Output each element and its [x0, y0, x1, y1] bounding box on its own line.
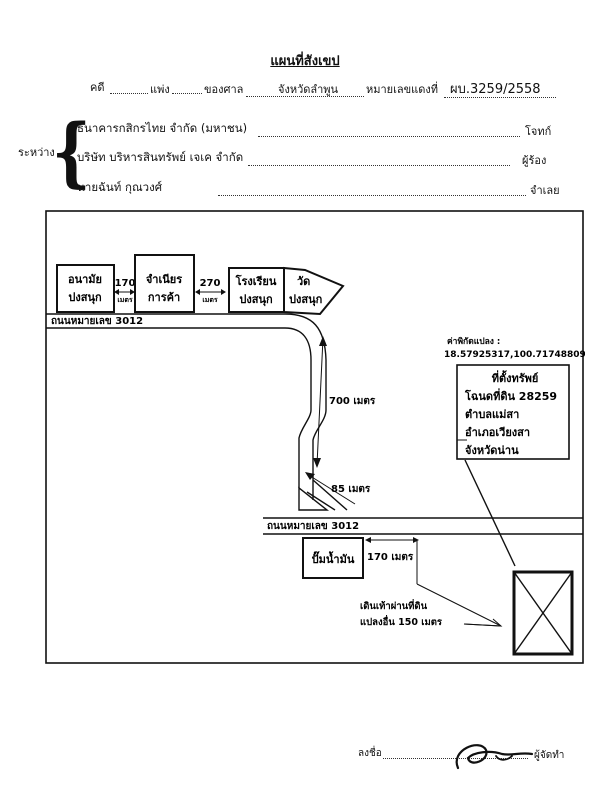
- arrow-head: [221, 289, 226, 295]
- road-bottom-label: ถนนหมายเลข 3012: [267, 521, 359, 532]
- building-health-center: [56, 264, 115, 313]
- arrow-head: [305, 472, 315, 480]
- building-label: ปงสนุก: [289, 293, 323, 307]
- curly-brace: {: [52, 108, 91, 197]
- dist-700-arrow: [316, 337, 324, 466]
- dotted-line: [248, 165, 510, 166]
- property-deed: โฉนดที่ดิน 28259: [464, 388, 557, 403]
- property-subdistrict: ตำบลแม่สา: [465, 408, 519, 421]
- curved-road-inner: [284, 327, 312, 488]
- arrow-head: [413, 537, 419, 543]
- gas-station: [302, 537, 364, 579]
- petitioner-name: บริษัท บริหารสินทรัพย์ เจเค จำกัด: [77, 150, 244, 164]
- arrow-head: [313, 458, 321, 468]
- handwritten-signature: [455, 744, 534, 770]
- gap2-unit: เมตร: [202, 296, 218, 304]
- coord-value: 18.57925317,100.71748809: [444, 350, 585, 360]
- dotted-line: [110, 93, 148, 94]
- parcel-cross-b: [513, 571, 573, 655]
- dotted-line: [444, 97, 556, 98]
- dist-85-label: 85 เมตร: [331, 484, 371, 495]
- defendant-name: นายฉันท์ กุณวงศ์: [77, 180, 162, 194]
- building-jamnian-store: [134, 254, 195, 313]
- case-label: คดี: [90, 81, 105, 94]
- plaintiff-role: โจทก์: [525, 125, 552, 138]
- court-name: จังหวัดลำพูน: [278, 83, 339, 96]
- gap1-value: 170: [115, 278, 136, 289]
- sketch-map: ถนนหมายเลข 3012 700 เมตร 85 เมตร ถนนหมาย…: [45, 210, 585, 664]
- map-frame: [45, 210, 584, 664]
- division-label: แพ่ง: [150, 83, 170, 96]
- walk-label-line1: เดินเท้าผ่านที่ดิน: [360, 598, 428, 612]
- between-label: ระหว่าง: [18, 146, 55, 159]
- building-label: วัด: [297, 275, 310, 288]
- dist-85-arrow: [306, 473, 356, 505]
- dotted-line: [218, 195, 526, 196]
- building-label: จำเนียร: [146, 273, 182, 286]
- arrow-head: [195, 289, 200, 295]
- walk-path: [416, 583, 502, 627]
- arrow-head: [114, 289, 119, 295]
- branch-road-a: [312, 479, 348, 511]
- dotted-line: [246, 96, 364, 97]
- gap2-value: 270: [200, 278, 221, 289]
- property-callout: [456, 364, 570, 460]
- callout-leader: [464, 459, 516, 567]
- arrow-head: [130, 289, 135, 295]
- dist-700-label: 700 เมตร: [329, 396, 376, 407]
- building-label: อนามัย: [68, 273, 102, 286]
- road-top-label: ถนนหมายเลข 3012: [51, 316, 143, 327]
- coord-label: ค่าพิกัดแปลง :: [447, 336, 500, 347]
- plaintiff-name: ธนาคารกสิกรไทย จำกัด (มหาชน): [77, 121, 248, 135]
- property-district: อำเภอเวียงสา: [465, 426, 530, 439]
- red-number-label: หมายเลขแดงที่: [366, 83, 438, 96]
- page-title: แผนที่สังเขป: [270, 54, 340, 69]
- building-temple: [283, 266, 345, 316]
- building-label: การค้า: [148, 291, 180, 304]
- curved-road-outer: [284, 313, 327, 500]
- signature-role: ผู้จัดทำ: [534, 750, 565, 761]
- arrow-head: [365, 537, 371, 543]
- red-number: ผบ.3259/2558: [450, 82, 541, 97]
- road-triangle: [298, 486, 330, 511]
- branch-road-b: [306, 491, 336, 511]
- property-title: ที่ตั้งทรัพย์: [492, 370, 539, 385]
- walk-arrow-shaft: [463, 623, 502, 627]
- court-label: ของศาล: [204, 83, 244, 96]
- signature-line: [383, 758, 528, 759]
- petitioner-role: ผู้ร้อง: [522, 154, 547, 167]
- dotted-line: [258, 136, 520, 137]
- property-parcel: [512, 570, 574, 656]
- defendant-role: จำเลย: [530, 184, 560, 197]
- building-label: ปงสนุก: [239, 293, 273, 307]
- dist-170-label: 170 เมตร: [367, 552, 414, 563]
- arrow-head: [319, 336, 327, 346]
- property-province: จังหวัดน่าน: [465, 444, 519, 457]
- gap1-unit: เมตร: [117, 296, 133, 304]
- walk-label-line2: แปลงอื่น 150 เมตร: [360, 614, 443, 628]
- building-label: ปงสนุก: [68, 291, 102, 305]
- dotted-line: [172, 93, 202, 94]
- building-label: โรงเรียน: [235, 274, 277, 288]
- gas-station-label: ปั๊มน้ำมัน: [312, 551, 355, 566]
- signature-label: ลงชื่อ: [358, 748, 382, 759]
